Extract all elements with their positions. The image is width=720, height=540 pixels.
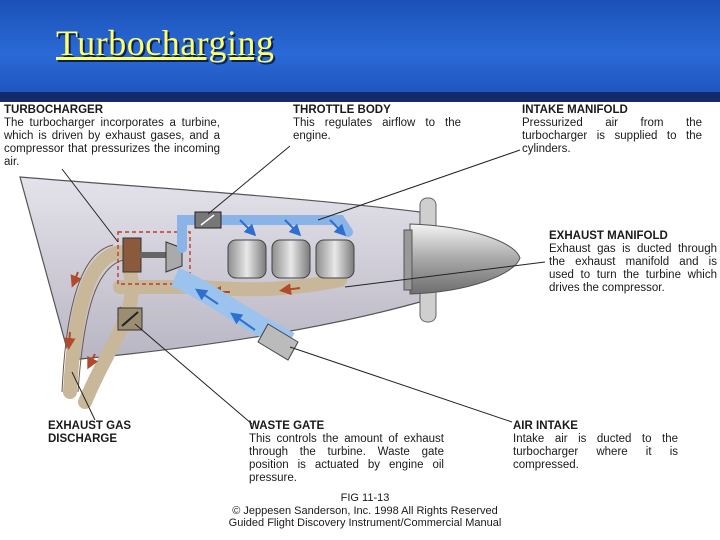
label-waste-gate-body: This controls the amount of exhaust thro… (249, 433, 444, 484)
air-intake-arrows (195, 288, 256, 331)
label-exhaust-manifold: EXHAUST MANIFOLD Exhaust gas is ducted t… (549, 230, 717, 295)
header-divider (0, 92, 720, 102)
label-throttle-body-heading: THROTTLE BODY (293, 104, 391, 116)
label-air-intake-heading: AIR INTAKE (513, 420, 578, 432)
cylinder-2 (271, 239, 311, 279)
copyright-notice: © Jeppesen Sanderson, Inc. 1998 All Righ… (232, 504, 498, 517)
label-intake-manifold: INTAKE MANIFOLD Pressurized air from the… (522, 104, 702, 156)
label-turbocharger-body: The turbocharger incorporates a turbine,… (4, 117, 220, 168)
cylinder-3 (315, 239, 355, 279)
leader-lines (61, 145, 546, 425)
label-exhaust-gas-discharge-line2: DISCHARGE (48, 433, 118, 445)
label-intake-manifold-body: Pressurized air from the turbocharger is… (522, 117, 702, 155)
intake-flow-arrows (239, 219, 347, 237)
turbocharger-figure: TURBOCHARGER The turbocharger incorporat… (0, 102, 720, 540)
propeller-spinner (409, 223, 521, 295)
label-exhaust-manifold-heading: EXHAUST MANIFOLD (549, 230, 668, 242)
label-waste-gate-heading: WASTE GATE (249, 420, 325, 432)
turbocharger-unit (122, 237, 183, 273)
label-intake-manifold-heading: INTAKE MANIFOLD (522, 104, 628, 116)
engine-cylinders (227, 239, 355, 279)
slide-title: Turbocharging (56, 23, 275, 63)
label-throttle-body-body: This regulates airflow to the engine. (293, 117, 461, 142)
label-exhaust-gas-discharge-line1: EXHAUST GAS (48, 420, 132, 432)
label-air-intake: AIR INTAKE Intake air is ducted to the t… (513, 420, 678, 472)
label-throttle-body: THROTTLE BODY This regulates airflow to … (293, 104, 461, 143)
label-turbocharger-heading: TURBOCHARGER (4, 104, 104, 116)
exhaust-duct-left (63, 245, 127, 399)
figure-credit: FIG 11-13 © Jeppesen Sanderson, Inc. 199… (200, 492, 530, 530)
cylinder-1 (227, 239, 267, 279)
label-exhaust-manifold-body: Exhaust gas is ducted through the exhaus… (549, 243, 717, 294)
label-exhaust-gas-discharge: EXHAUST GAS DISCHARGE (48, 420, 168, 446)
air-intake-scoop (257, 323, 299, 361)
turbocharger-diagram (19, 145, 546, 425)
label-turbocharger: TURBOCHARGER The turbocharger incorporat… (4, 104, 220, 169)
propeller-hub (403, 229, 413, 291)
label-waste-gate: WASTE GATE This controls the amount of e… (249, 420, 444, 485)
figure-number: FIG 11-13 (340, 492, 390, 504)
turbocharger-housing (117, 231, 191, 285)
label-air-intake-body: Intake air is ducted to the turbocharger… (513, 433, 678, 471)
source-citation: Guided Flight Discovery Instrument/Comme… (228, 517, 502, 529)
